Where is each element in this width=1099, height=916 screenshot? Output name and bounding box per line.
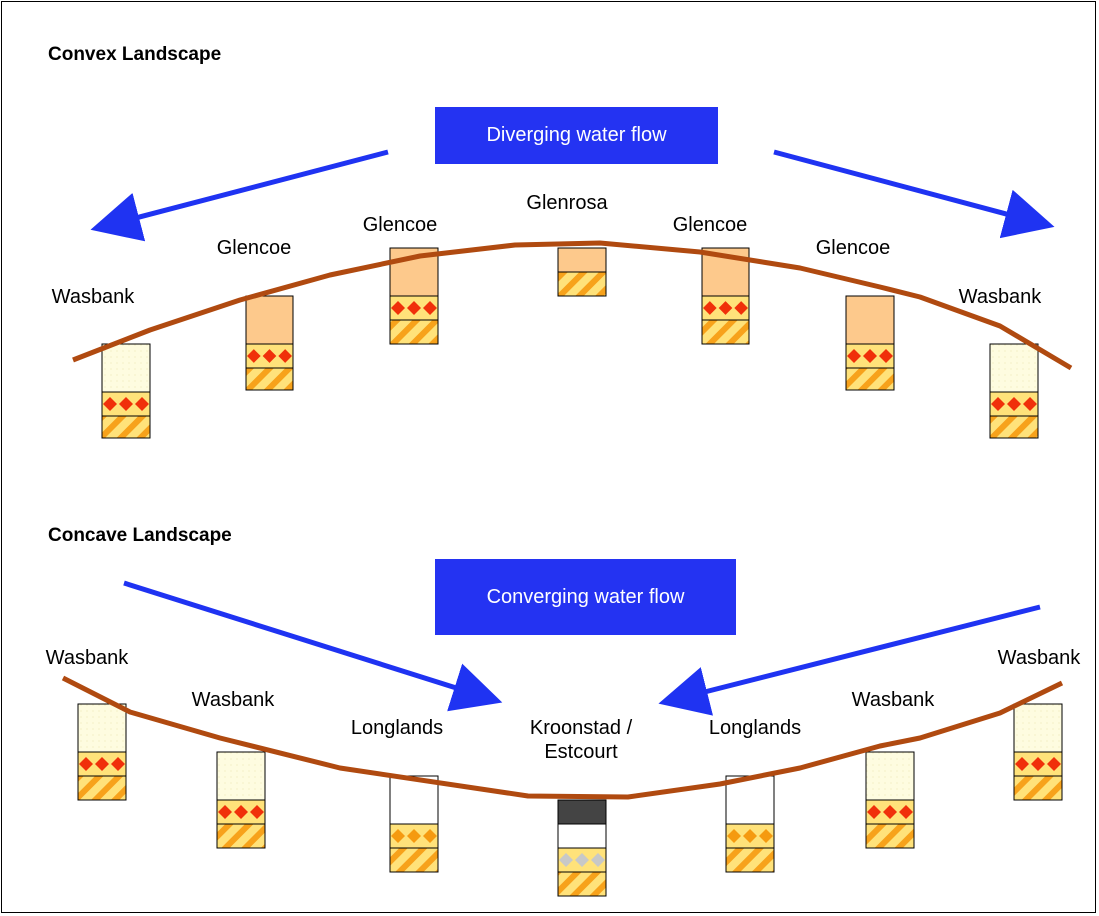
soil-label-convex-4: Glenrosa	[526, 192, 608, 214]
flow-arrow-convex-left	[90, 149, 389, 242]
soil-label-concave-1: Wasbank	[45, 647, 129, 669]
soil-label-concave-7: Wasbank	[997, 647, 1081, 669]
soil-label-convex-5: Glencoe	[672, 214, 748, 236]
soil-profile-convex-4	[557, 247, 607, 297]
soil-profile-concave-2	[216, 751, 266, 849]
soil-profile-convex-2	[245, 295, 294, 391]
soil-label-concave-6: Wasbank	[851, 689, 935, 711]
soil-label-convex-7: Wasbank	[958, 286, 1042, 308]
soil-label-concave-5: Longlands	[708, 717, 802, 739]
soil-label-concave-2: Wasbank	[191, 689, 275, 711]
soil-label-convex-3: Glencoe	[362, 214, 438, 236]
soil-profile-concave-7	[1013, 703, 1063, 801]
soil-profile-convex-6	[845, 295, 895, 391]
diverging-flow-box: Diverging water flow	[435, 107, 718, 164]
soil-profile-concave-3	[389, 775, 439, 873]
concave-landscape-title: Concave Landscape	[48, 525, 232, 546]
soil-profile-concave-1	[77, 703, 127, 801]
soil-profile-concave-4	[557, 799, 607, 897]
converging-flow-box: Converging water flow	[435, 559, 736, 635]
soil-label-convex-2: Glencoe	[216, 237, 292, 259]
soil-profile-convex-7	[989, 343, 1039, 439]
soil-label-convex-6: Glencoe	[815, 237, 891, 259]
concave-surface-line	[61, 675, 1064, 800]
soil-profile-concave-5	[725, 775, 775, 873]
flow-arrow-concave-left	[123, 580, 503, 712]
convex-landscape-title: Convex Landscape	[48, 44, 222, 65]
soil-label-concave-3: Longlands	[350, 717, 444, 739]
convex-surface-line	[72, 240, 1073, 371]
soil-profile-convex-5	[701, 247, 750, 345]
flow-arrow-concave-right	[658, 604, 1041, 716]
flow-arrow-convex-right	[773, 149, 1055, 239]
soil-profile-concave-6	[865, 751, 915, 849]
soil-profile-convex-1	[101, 343, 151, 439]
soil-label-concave-4: Kroonstad / Estcourt	[529, 717, 633, 763]
soil-label-convex-1: Wasbank	[51, 286, 135, 308]
